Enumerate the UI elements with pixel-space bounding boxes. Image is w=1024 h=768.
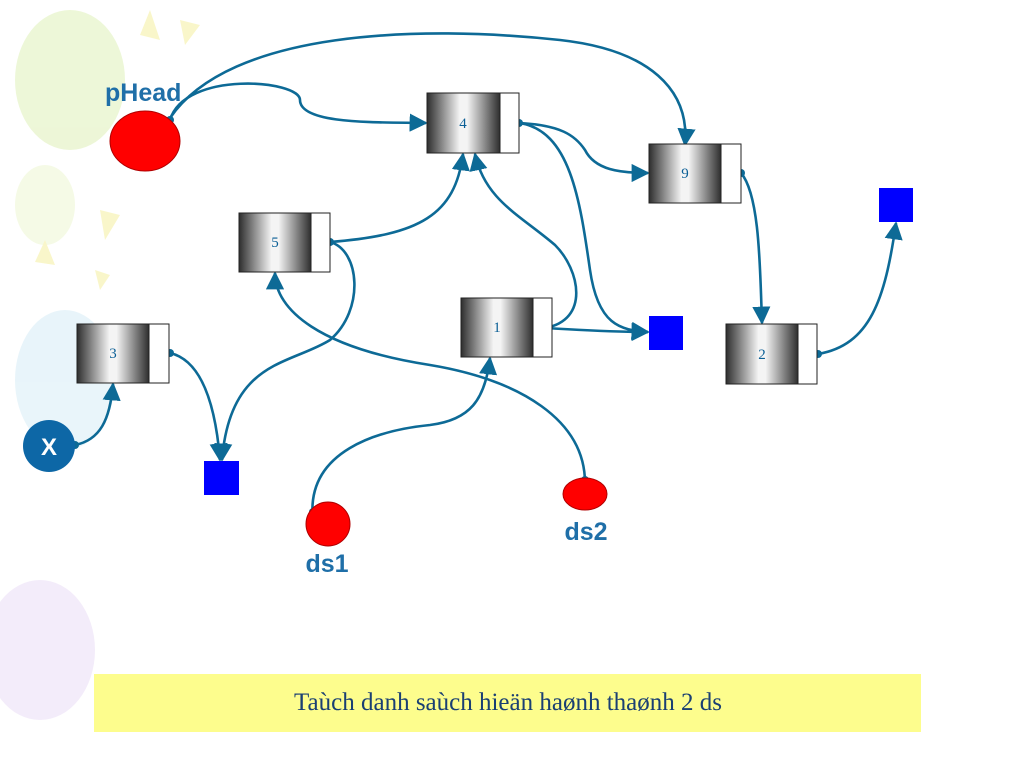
- link-node-4-to-null: [518, 121, 650, 340]
- node-value: 1: [493, 320, 501, 336]
- node-value: 4: [459, 116, 467, 132]
- x-label: X: [41, 434, 57, 461]
- ds1-pointer: ds1: [305, 501, 351, 578]
- node-1: 1: [460, 297, 553, 358]
- link-node-2-to-null: [817, 221, 903, 356]
- link-ds1-to-node-1: [311, 356, 498, 521]
- phead-pointer: pHead: [105, 79, 181, 172]
- x-pointer: X: [23, 420, 75, 472]
- link-node-1-to-node-4: [469, 152, 578, 330]
- caption-box: Taùch danh saùch hieän haønh thaønh 2 ds: [94, 674, 921, 732]
- link-x-to-node-3: [74, 382, 121, 447]
- node-2: 2: [725, 323, 818, 385]
- link-node-1-to-null: [544, 322, 650, 342]
- links: [74, 32, 903, 521]
- null-marker: [879, 188, 913, 222]
- caption-text: Taùch danh saùch hieän haønh thaønh 2 ds: [294, 689, 722, 716]
- link-node-4-to-node-9: [518, 121, 650, 183]
- node-value: 3: [109, 346, 117, 362]
- node-value: 5: [271, 235, 279, 251]
- null-marker: [204, 461, 239, 495]
- phead-label: pHead: [105, 79, 181, 107]
- node-3: 3: [76, 323, 170, 384]
- node-value: 2: [758, 347, 766, 363]
- null-marker: [649, 316, 683, 350]
- link-node-5-to-null: [214, 240, 356, 462]
- ds1-label: ds1: [305, 550, 348, 578]
- ds2-label: ds2: [564, 518, 607, 546]
- ds2-pointer: ds2: [562, 477, 608, 546]
- link-node-9-to-node-2: [739, 172, 771, 325]
- node-4: 4: [426, 92, 520, 154]
- link-phead-to-node-9: [168, 32, 696, 147]
- link-node-3-to-null: [169, 351, 228, 462]
- link-node-5-to-node-4: [329, 152, 470, 244]
- node-value: 9: [681, 166, 689, 182]
- link-phead-to-node-4: [168, 82, 428, 132]
- node-5: 5: [238, 212, 331, 273]
- node-9: 9: [648, 143, 742, 204]
- link-ds2-to-node-5: [265, 271, 587, 484]
